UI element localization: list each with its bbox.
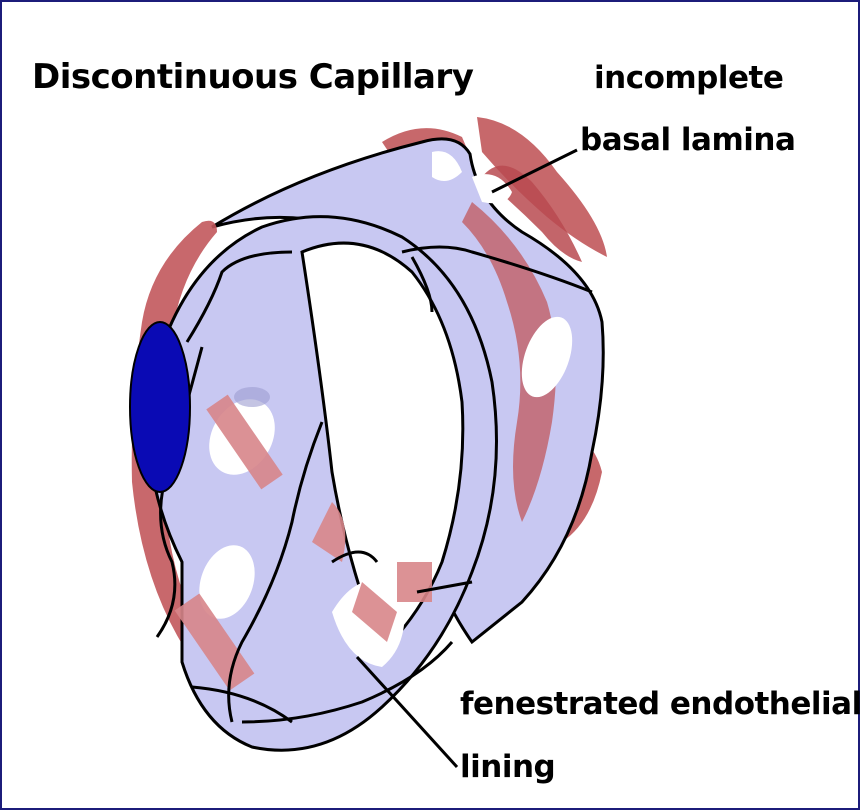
label-basal-lamina-line2: basal lamina	[580, 122, 795, 158]
label-endothelium-line1: fenestrated endothelial	[460, 686, 860, 722]
diagram-title: Discontinuous Capillary	[32, 57, 474, 97]
label-basal-lamina-line1: incomplete	[594, 60, 783, 96]
endothelial-tube	[130, 139, 603, 750]
label-endothelium-line2: lining	[460, 749, 555, 785]
nucleus	[130, 322, 190, 492]
